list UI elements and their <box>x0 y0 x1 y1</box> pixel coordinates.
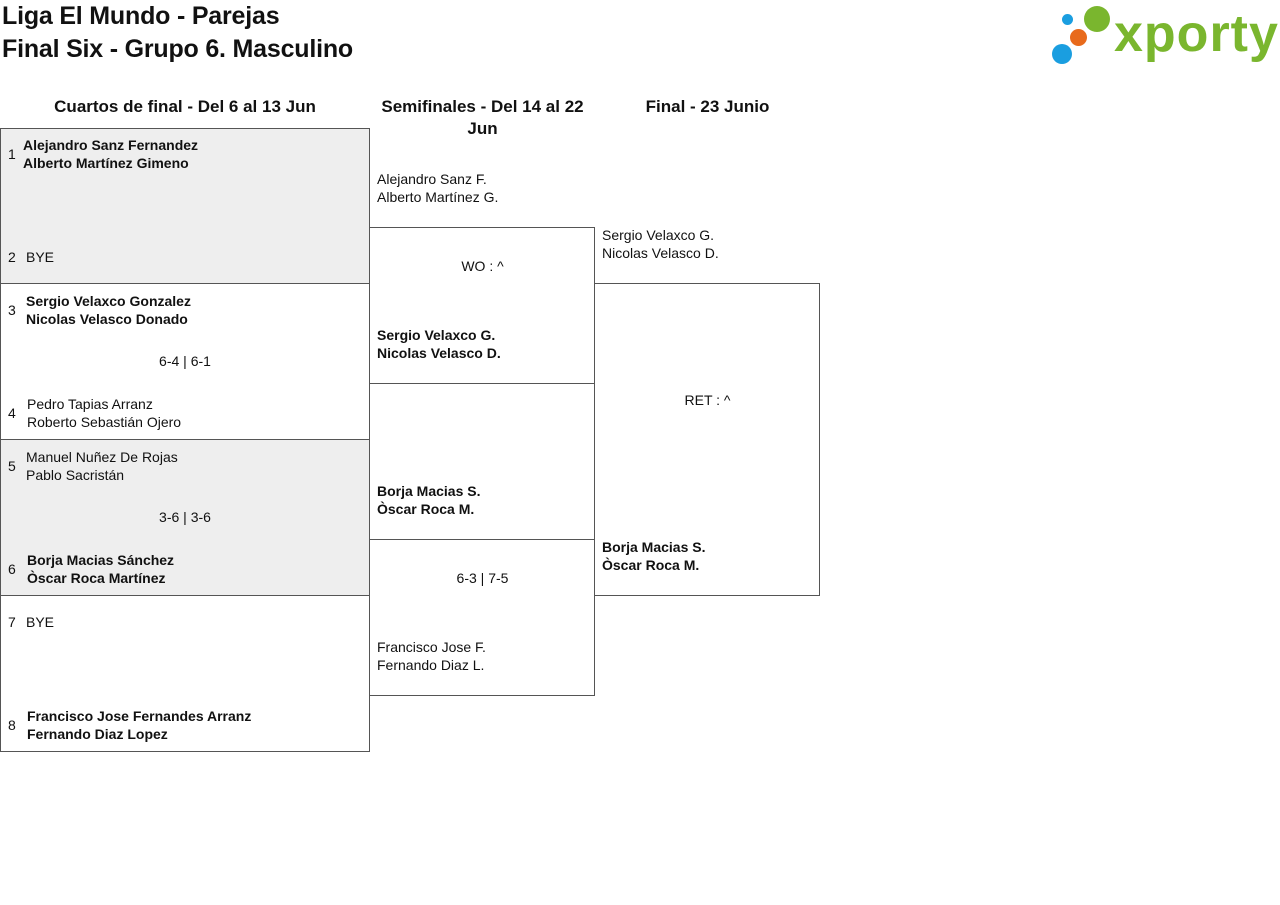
final-team-2: Borja Macias S. Òscar Roca M. <box>602 538 706 574</box>
match-score: 3-6 | 3-6 <box>159 509 211 525</box>
player-name: Borja Macias S. <box>377 483 481 499</box>
player-name: Nicolas Velasco Donado <box>26 311 188 327</box>
sf-team-2: Sergio Velaxco G. Nicolas Velasco D. <box>377 326 501 362</box>
qf-team-8: Francisco Jose Fernandes Arranz Fernando… <box>27 707 251 743</box>
qf-team-1: Alejandro Sanz Fernandez Alberto Martíne… <box>23 136 198 172</box>
player-name: BYE <box>26 249 55 265</box>
player-name: Sergio Velaxco G. <box>377 327 496 343</box>
player-name: Pedro Tapias Arranz <box>27 396 153 412</box>
logo-blue-dot-small <box>1062 14 1073 25</box>
player-name: Francisco Jose Fernandes Arranz <box>27 708 252 724</box>
qf-match-3 <box>0 439 370 596</box>
final-team-1: Sergio Velaxco G. Nicolas Velasco D. <box>602 226 719 262</box>
seed-number: 3 <box>8 302 16 318</box>
player-name: Sergio Velaxco G. <box>602 227 715 243</box>
qf-match-1 <box>0 128 370 284</box>
player-name: Nicolas Velasco D. <box>602 245 719 261</box>
sf-team-3: Borja Macias S. Òscar Roca M. <box>377 482 481 518</box>
player-name: Pablo Sacristán <box>26 467 125 483</box>
player-name: Alejandro Sanz Fernandez <box>23 137 199 153</box>
player-name: Borja Macias S. <box>602 539 706 555</box>
player-name: Alberto Martínez G. <box>377 189 499 205</box>
final-match <box>594 283 820 596</box>
player-name: Sergio Velaxco Gonzalez <box>26 293 191 309</box>
player-name: Òscar Roca M. <box>602 557 700 573</box>
match-score: 6-3 | 7-5 <box>456 570 509 586</box>
round-header-final: Final - 23 Junio <box>645 97 770 116</box>
qf-team-6: Borja Macias Sánchez Òscar Roca Martínez <box>27 551 174 587</box>
logo-text: xporty <box>1114 5 1279 63</box>
seed-number: 4 <box>8 405 16 421</box>
qf-team-4: Pedro Tapias Arranz Roberto Sebastián Oj… <box>27 395 181 431</box>
player-name: Òscar Roca M. <box>377 501 475 517</box>
seed-number: 8 <box>8 717 16 733</box>
seed-number: 7 <box>8 614 16 630</box>
page-subtitle: Final Six - Grupo 6. Masculino <box>2 35 353 63</box>
round-header-semifinals: Semifinales - Del 14 al 22 Jun <box>381 97 584 138</box>
player-name: BYE <box>26 614 55 630</box>
player-name: Roberto Sebastián Ojero <box>27 414 182 430</box>
qf-team-3: Sergio Velaxco Gonzalez Nicolas Velasco … <box>26 292 191 328</box>
seed-number: 2 <box>8 249 16 265</box>
page-title: Liga El Mundo - Parejas <box>2 2 280 30</box>
logo-green-dot <box>1084 6 1110 32</box>
seed-number: 1 <box>8 146 16 162</box>
sf-team-4: Francisco Jose F. Fernando Diaz L. <box>377 638 486 674</box>
player-name: Alejandro Sanz F. <box>377 171 487 187</box>
match-score: WO : ^ <box>461 258 504 274</box>
seed-number: 6 <box>8 561 16 577</box>
logo-orange-dot <box>1070 29 1087 46</box>
player-name: Fernando Diaz L. <box>377 657 485 673</box>
match-score: 6-4 | 6-1 <box>159 353 211 369</box>
xporty-logo: xporty <box>1050 4 1279 68</box>
player-name: Alberto Martínez Gimeno <box>23 155 189 171</box>
player-name: Manuel Nuñez De Rojas <box>26 449 178 465</box>
player-name: Òscar Roca Martínez <box>27 570 166 586</box>
sf-match-2 <box>369 539 595 696</box>
logo-blue-dot <box>1052 44 1072 64</box>
qf-team-5: Manuel Nuñez De Rojas Pablo Sacristán <box>26 448 178 484</box>
seed-number: 5 <box>8 458 16 474</box>
sf-team-1: Alejandro Sanz F. Alberto Martínez G. <box>377 170 498 206</box>
player-name: Fernando Diaz Lopez <box>27 726 168 742</box>
round-header-quarterfinals: Cuartos de final - Del 6 al 13 Jun <box>54 97 316 116</box>
player-name: Borja Macias Sánchez <box>27 552 175 568</box>
qf-team-2: BYE <box>26 248 54 266</box>
player-name: Nicolas Velasco D. <box>377 345 501 361</box>
player-name: Francisco Jose F. <box>377 639 486 655</box>
qf-team-7: BYE <box>26 613 54 631</box>
match-score: RET : ^ <box>684 392 731 408</box>
